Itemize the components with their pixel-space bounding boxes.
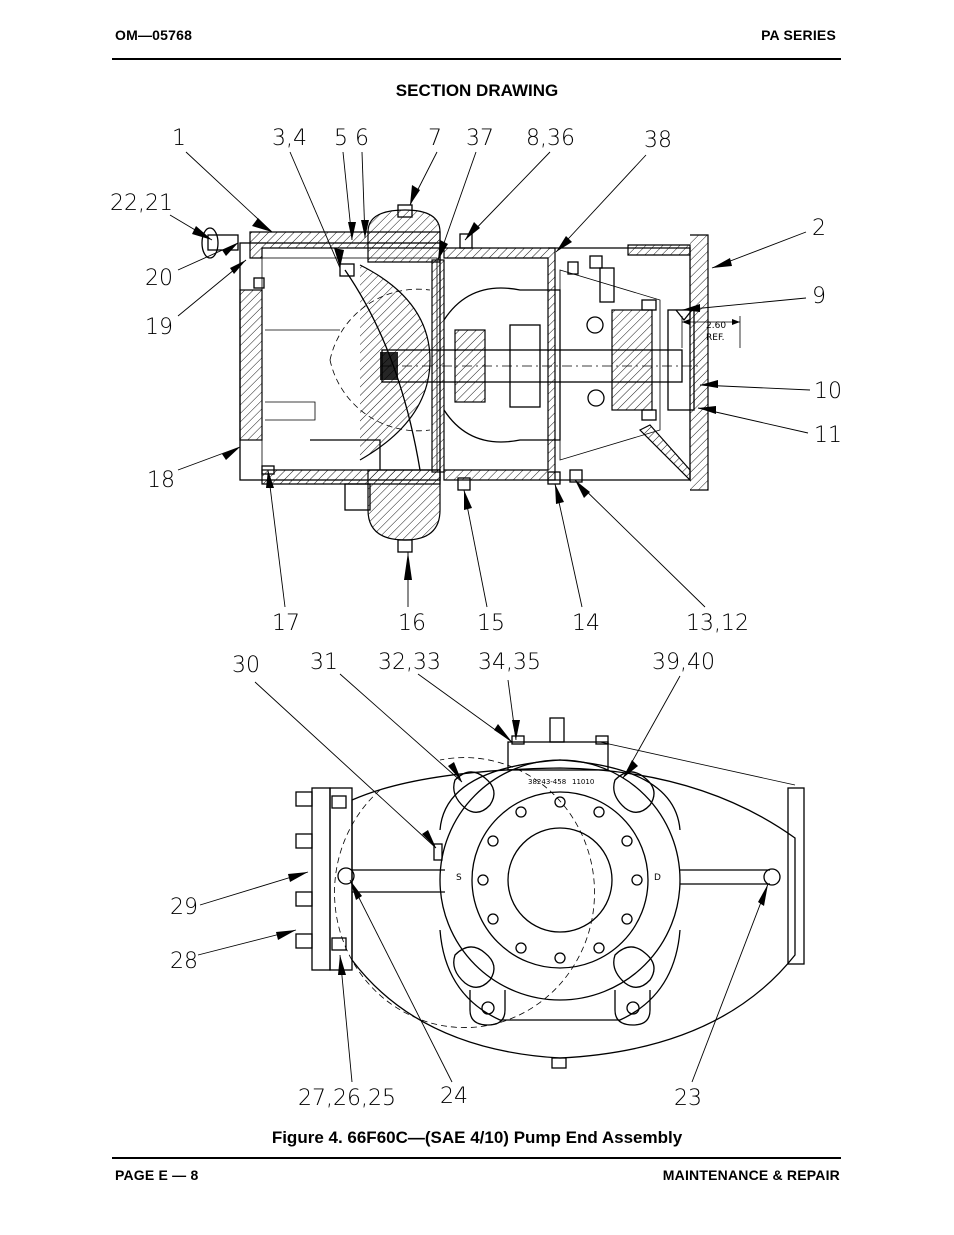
callout-14: 14: [572, 611, 600, 636]
suction-mark: S: [456, 873, 462, 883]
callout-20: 20: [145, 266, 173, 291]
callout-11: 11: [814, 423, 842, 448]
page-number: PAGE E — 8: [115, 1167, 199, 1183]
callout-5: 5: [334, 126, 348, 151]
callout-31: 31: [310, 650, 338, 675]
upper-callouts: 1 3,4 5 6 7 37 8,36 38 22,21 2 20 9 19 1…: [110, 126, 842, 636]
callout-1: 1: [172, 126, 186, 151]
callout-24: 24: [440, 1084, 468, 1109]
chapter-name: MAINTENANCE & REPAIR: [662, 1167, 840, 1183]
callout-30: 30: [232, 653, 260, 678]
document-number: OM—05768: [115, 27, 193, 43]
lower-callouts: 30 31 32,33 34,35 39,40 29 28 27,26,25 2…: [170, 650, 715, 1111]
footer-rule: [112, 1157, 841, 1159]
callout-23: 23: [674, 1086, 702, 1111]
lower-leaders: [197, 673, 796, 1083]
dimension-ref: REF.: [706, 333, 725, 343]
series-name: PA SERIES: [761, 27, 836, 43]
callout-6: 6: [355, 126, 369, 151]
section-title: SECTION DRAWING: [395, 81, 559, 100]
callout-3-4: 3,4: [272, 126, 307, 151]
dimension-value: 2.60: [706, 321, 726, 331]
figure-caption: Figure 4. 66F60C—(SAE 4/10) Pump End Ass…: [271, 1128, 683, 1147]
callout-7: 7: [428, 126, 442, 151]
callout-22-21: 22,21: [110, 191, 173, 216]
callout-13-12: 13,12: [686, 611, 749, 636]
callout-32-33: 32,33: [378, 650, 441, 675]
lower-end-view: 38243-458 11010 S D: [295, 717, 805, 1069]
casting-part-number: 38243-458: [528, 778, 566, 786]
upper-leaders: [169, 151, 811, 608]
callout-2: 2: [812, 216, 826, 241]
callout-19: 19: [145, 315, 173, 340]
callout-16: 16: [398, 611, 426, 636]
upper-section-view: 2.60 REF.: [201, 204, 741, 553]
callout-17: 17: [272, 611, 300, 636]
callout-15: 15: [477, 611, 505, 636]
callout-29: 29: [170, 895, 198, 920]
callout-9: 9: [812, 284, 826, 309]
callout-27-26-25: 27,26,25: [298, 1086, 396, 1111]
callout-39-40: 39,40: [652, 650, 715, 675]
callout-8-36: 8,36: [526, 126, 575, 151]
discharge-mark: D: [654, 873, 661, 883]
callout-37: 37: [466, 126, 494, 151]
bolt-circle: [477, 796, 643, 964]
callout-38: 38: [644, 128, 672, 153]
callout-10: 10: [814, 379, 842, 404]
callout-18: 18: [147, 468, 175, 493]
callout-28: 28: [170, 949, 198, 974]
header-rule: [112, 58, 841, 60]
callout-34-35: 34,35: [478, 650, 541, 675]
casting-code: 11010: [572, 778, 594, 786]
